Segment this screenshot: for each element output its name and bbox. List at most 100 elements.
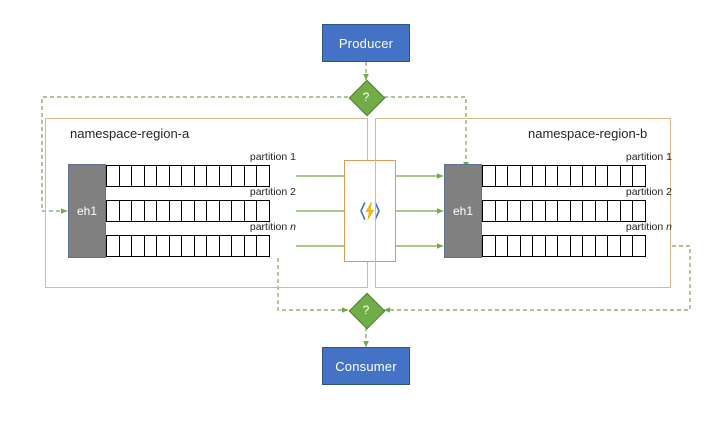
event-hub-entity-region-a[interactable]: eh1 bbox=[68, 164, 106, 258]
partition-cell bbox=[507, 200, 521, 222]
partition-cell bbox=[118, 235, 132, 257]
partition-cell bbox=[131, 165, 145, 187]
partition-cell bbox=[619, 165, 633, 187]
partition-cell bbox=[582, 165, 596, 187]
partition-cell bbox=[507, 165, 521, 187]
partition-cell bbox=[106, 165, 120, 187]
partition-cell bbox=[181, 200, 195, 222]
partition-cell bbox=[168, 200, 182, 222]
partition-cell bbox=[582, 235, 596, 257]
partition-cell bbox=[106, 200, 120, 222]
partition-cell bbox=[143, 235, 157, 257]
partition-cell bbox=[131, 200, 145, 222]
partition-cell bbox=[507, 235, 521, 257]
partition-cell bbox=[619, 200, 633, 222]
partition-cell bbox=[256, 200, 270, 222]
partition-cell bbox=[532, 200, 546, 222]
partition-cell bbox=[256, 235, 270, 257]
partition-cell bbox=[168, 165, 182, 187]
partition-cell bbox=[206, 200, 220, 222]
partition-cell bbox=[193, 165, 207, 187]
consumer-node[interactable]: Consumer bbox=[322, 347, 410, 385]
connector-namespace-b-to-consumer-decision bbox=[383, 245, 691, 313]
partition-cell bbox=[607, 200, 621, 222]
partition-cell bbox=[256, 165, 270, 187]
partition-cell bbox=[557, 165, 571, 187]
producer-routing-decision[interactable]: ? bbox=[348, 79, 386, 117]
decision-label: ? bbox=[362, 90, 370, 104]
partition-cell bbox=[231, 165, 245, 187]
partition-cell bbox=[106, 235, 120, 257]
partition-cell bbox=[181, 235, 195, 257]
partition-cell bbox=[206, 235, 220, 257]
partition-cell bbox=[494, 235, 508, 257]
partition-label-b-n: partition n bbox=[625, 221, 672, 233]
partition-cell bbox=[582, 200, 596, 222]
partition-cell bbox=[218, 200, 232, 222]
connector-namespace-a-to-consumer-decision bbox=[277, 258, 349, 313]
partition-cell bbox=[594, 235, 608, 257]
event-hub-entity-region-b[interactable]: eh1 bbox=[444, 164, 482, 258]
partition-cell bbox=[532, 165, 546, 187]
azure-functions-lightning-icon bbox=[360, 201, 380, 220]
partition-cell bbox=[619, 235, 633, 257]
partition-cell bbox=[181, 165, 195, 187]
partition-cell bbox=[557, 235, 571, 257]
partition-row-b-1[interactable] bbox=[482, 165, 646, 187]
partition-cell bbox=[218, 235, 232, 257]
partition-cell bbox=[206, 165, 220, 187]
partition-row-b-n[interactable] bbox=[482, 235, 646, 257]
partition-cell bbox=[519, 235, 533, 257]
partition-cell bbox=[544, 165, 558, 187]
partition-cell bbox=[632, 235, 646, 257]
namespace-region-a-title: namespace-region-a bbox=[70, 126, 190, 141]
partition-row-a-2[interactable] bbox=[106, 200, 270, 222]
partition-cell bbox=[494, 200, 508, 222]
producer-node[interactable]: Producer bbox=[322, 24, 410, 62]
partition-row-b-2[interactable] bbox=[482, 200, 646, 222]
partition-row-a-n[interactable] bbox=[106, 235, 270, 257]
partition-cell bbox=[557, 200, 571, 222]
partition-cell bbox=[569, 235, 583, 257]
partition-cell bbox=[156, 165, 170, 187]
partition-cell bbox=[243, 165, 257, 187]
partition-cell bbox=[532, 235, 546, 257]
partition-cell bbox=[594, 165, 608, 187]
partition-cell bbox=[131, 235, 145, 257]
namespace-region-b-container bbox=[375, 118, 671, 288]
consumer-routing-decision[interactable]: ? bbox=[348, 292, 386, 330]
partition-cell bbox=[569, 200, 583, 222]
partition-label-a-1: partition 1 bbox=[249, 151, 296, 163]
partition-cell bbox=[519, 200, 533, 222]
decision-label: ? bbox=[362, 303, 370, 317]
partition-cell bbox=[231, 235, 245, 257]
partition-cell bbox=[118, 200, 132, 222]
partition-cell bbox=[544, 200, 558, 222]
partition-cell bbox=[143, 165, 157, 187]
partition-label-a-2: partition 2 bbox=[249, 186, 296, 198]
partition-cell bbox=[519, 165, 533, 187]
namespace-region-b-title: namespace-region-b bbox=[528, 126, 648, 141]
partition-cell bbox=[143, 200, 157, 222]
partition-row-a-1[interactable] bbox=[106, 165, 270, 187]
partition-cell bbox=[607, 235, 621, 257]
partition-cell bbox=[243, 235, 257, 257]
partition-label-b-2: partition 2 bbox=[625, 186, 672, 198]
partition-cell bbox=[156, 235, 170, 257]
partition-cell bbox=[218, 165, 232, 187]
partition-cell bbox=[544, 235, 558, 257]
partition-cell bbox=[632, 165, 646, 187]
connector-decision-to-namespace-b bbox=[384, 96, 469, 169]
partition-cell bbox=[482, 235, 496, 257]
partition-cell bbox=[632, 200, 646, 222]
partition-label-a-n: partition n bbox=[249, 221, 296, 233]
partition-cell bbox=[168, 235, 182, 257]
replication-function-box[interactable] bbox=[344, 160, 396, 262]
partition-cell bbox=[482, 200, 496, 222]
partition-cell bbox=[482, 165, 496, 187]
partition-cell bbox=[569, 165, 583, 187]
partition-cell bbox=[594, 200, 608, 222]
partition-cell bbox=[118, 165, 132, 187]
partition-cell bbox=[607, 165, 621, 187]
